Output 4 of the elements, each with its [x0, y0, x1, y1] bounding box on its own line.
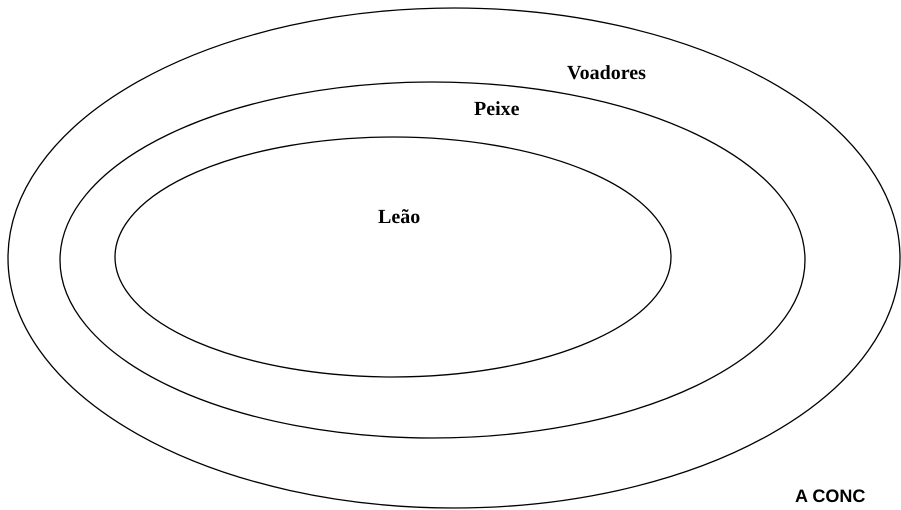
set-label: Peixe: [474, 98, 520, 121]
set-label: Leão: [378, 206, 420, 229]
set-label: Voadores: [567, 62, 646, 85]
note: A CONC: [795, 486, 866, 507]
